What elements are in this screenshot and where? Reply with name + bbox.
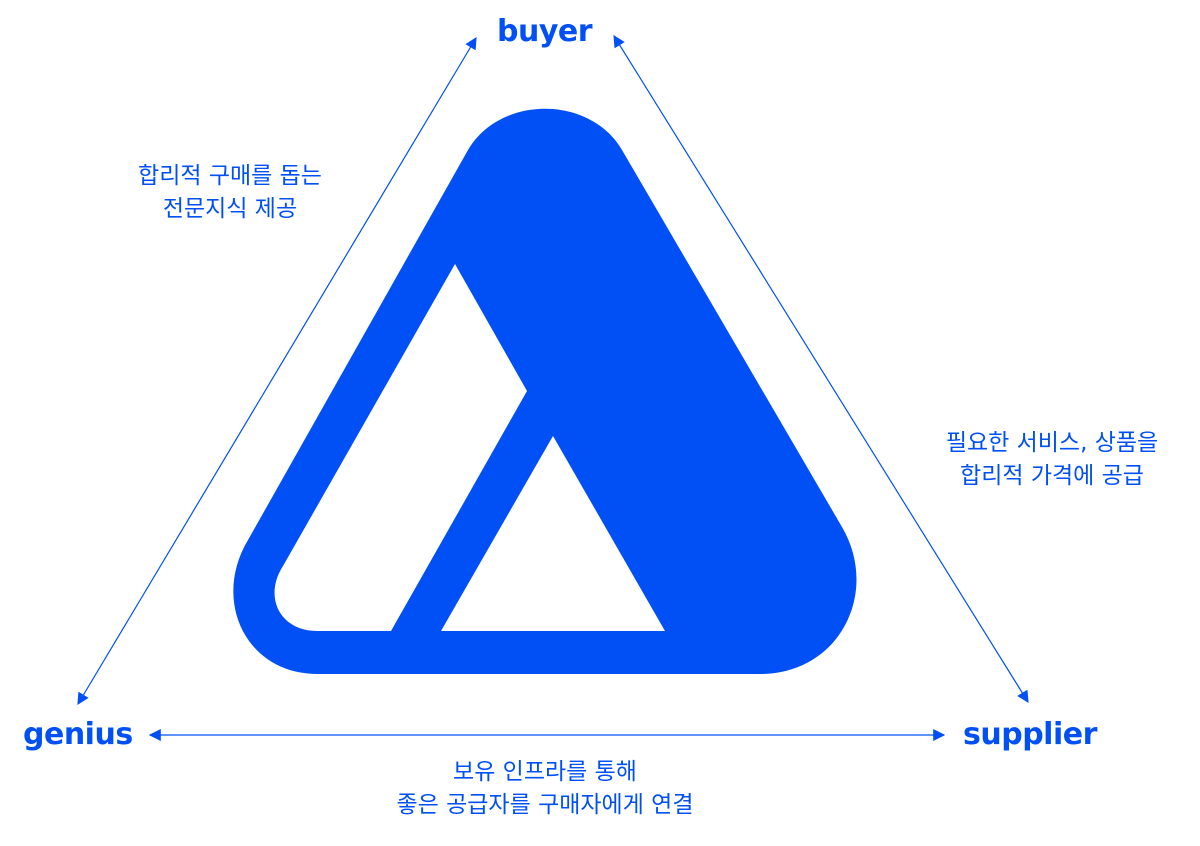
triangle-logo-icon (233, 108, 857, 674)
edge-buyer-supplier-text: 필요한 서비스, 상품을 합리적 가격에 공급 (912, 427, 1192, 493)
node-buyer-label: buyer (497, 14, 593, 49)
node-supplier-label: supplier (963, 717, 1097, 752)
arrow-buyer-supplier (613, 34, 1029, 704)
edge-genius-supplier-line2: 좋은 공급자를 구매자에게 연결 (396, 792, 694, 818)
edge-genius-supplier-line1: 보유 인프라를 통해 (453, 759, 637, 785)
edge-buyer-supplier-line1: 필요한 서비스, 상품을 (945, 430, 1159, 456)
edge-buyer-genius-line2: 전문지식 제공 (162, 196, 298, 222)
node-genius-label: genius (23, 717, 133, 752)
edge-genius-supplier-text: 보유 인프라를 통해 좋은 공급자를 구매자에게 연결 (345, 756, 745, 822)
edge-buyer-genius-line1: 합리적 구매를 돕는 (138, 163, 322, 189)
edge-buyer-genius-text: 합리적 구매를 돕는 전문지식 제공 (100, 160, 360, 226)
edge-buyer-supplier-line2: 합리적 가격에 공급 (960, 463, 1144, 489)
arrow-buyer-genius (77, 36, 477, 706)
